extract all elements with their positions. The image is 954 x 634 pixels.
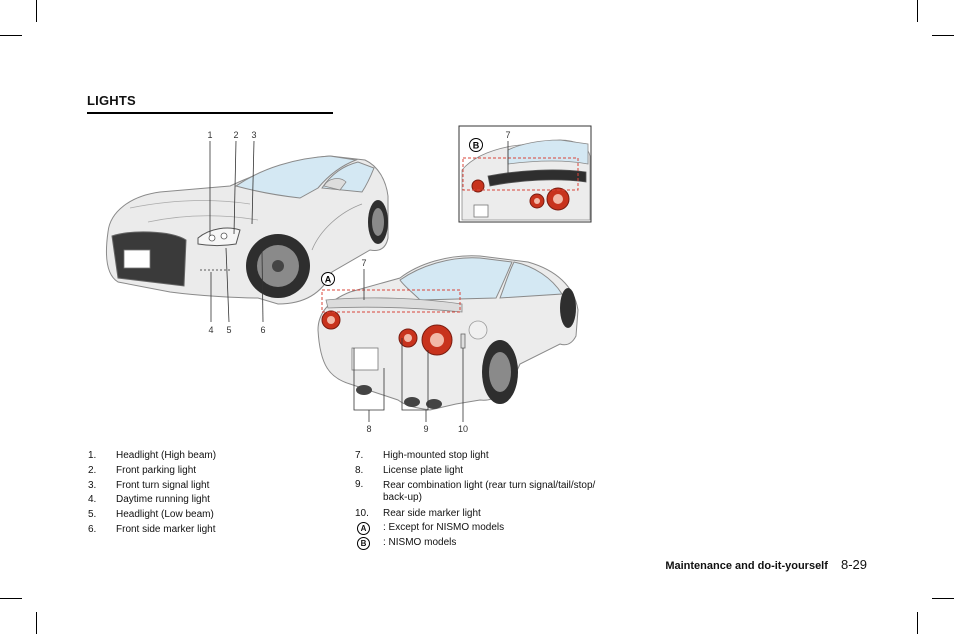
view-key-a-label: A xyxy=(325,275,332,285)
list-item: 2.Front parking light xyxy=(88,464,197,476)
chapter-title: Maintenance and do-it-yourself xyxy=(665,560,828,572)
crop-mark xyxy=(36,0,37,22)
key-a-badge: A xyxy=(357,522,370,536)
crop-mark xyxy=(917,0,918,22)
callout-3: 3 xyxy=(251,130,256,140)
callout-8: 8 xyxy=(366,424,371,434)
front-car-illustration xyxy=(105,155,389,305)
section-title: LIGHTS xyxy=(87,93,333,114)
list-item: 4.Daytime running light xyxy=(88,494,210,506)
crop-mark xyxy=(932,35,954,36)
callout-4: 4 xyxy=(208,325,213,335)
front-callout-lines xyxy=(209,140,264,323)
crop-mark xyxy=(0,598,22,599)
list-item: 8.License plate light xyxy=(355,464,464,476)
key-b-badge: B xyxy=(357,537,370,551)
callout-6: 6 xyxy=(260,325,265,335)
legend-item-b: B: NISMO models xyxy=(355,536,605,551)
list-item: 5.Headlight (Low beam) xyxy=(88,509,214,521)
list-item: 1.Headlight (High beam) xyxy=(88,450,217,461)
callout-5: 5 xyxy=(226,325,231,335)
view-key-b xyxy=(469,138,483,152)
legend-item-a: A: Except for NISMO models xyxy=(355,521,605,536)
callout-9: 9 xyxy=(423,424,428,434)
callout-10: 10 xyxy=(458,424,468,434)
crop-mark xyxy=(917,612,918,634)
crop-mark xyxy=(0,35,22,36)
rear-car-illustration xyxy=(317,255,579,411)
list-item: 9.Rear combination light (rear turn sign… xyxy=(355,478,596,504)
callout-7-nismo: 7 xyxy=(505,130,510,140)
page-footer: Maintenance and do-it-yourself 8-29 xyxy=(665,557,867,572)
list-item: 7.High-mounted stop light xyxy=(355,450,489,461)
list-item: 3.Front turn signal light xyxy=(88,479,210,491)
crop-mark xyxy=(36,612,37,634)
page-number: 8-29 xyxy=(840,557,867,572)
list-item: 10.Rear side marker light xyxy=(355,507,481,519)
rear-callout-lines xyxy=(353,269,464,422)
parts-list-right: 7.High-mounted stop light 8.License plat… xyxy=(355,449,605,551)
callout-1: 1 xyxy=(207,130,212,140)
list-item: 6.Front side marker light xyxy=(88,523,216,535)
view-key-b-label: B xyxy=(473,141,480,151)
callout-2: 2 xyxy=(233,130,238,140)
parts-list-left: 1.Headlight (High beam) 2.Front parking … xyxy=(88,449,328,538)
crop-mark xyxy=(932,598,954,599)
view-key-a xyxy=(321,272,335,286)
callout-7: 7 xyxy=(361,258,366,268)
nismo-stop-light-highlight xyxy=(462,157,579,191)
